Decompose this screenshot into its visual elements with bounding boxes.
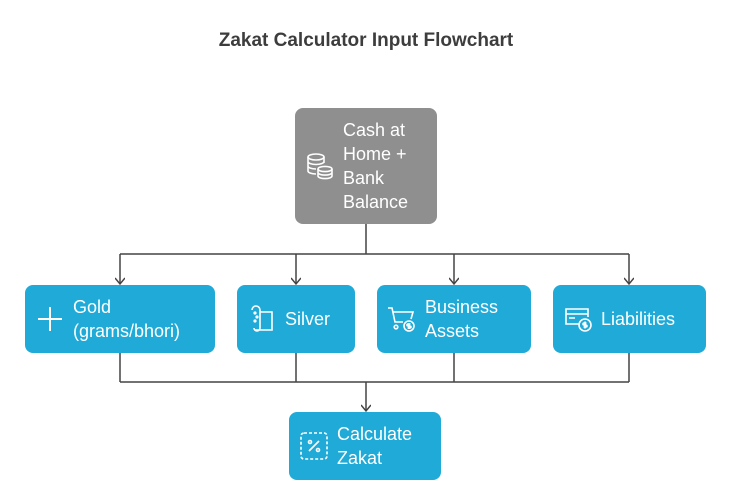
plus-icon bbox=[38, 307, 62, 331]
node-label: Silver bbox=[285, 309, 331, 329]
node-label: Business Assets bbox=[425, 297, 499, 341]
coins-icon bbox=[307, 153, 333, 180]
node-silver: Silver bbox=[237, 285, 355, 353]
diagram-title: Zakat Calculator Input Flowchart bbox=[218, 30, 514, 51]
merge-line bbox=[119, 353, 630, 383]
node-label: Gold (grams/bhori) bbox=[73, 297, 181, 341]
node-liabilities: Liabilities bbox=[553, 285, 706, 353]
node-cash: Cash at Home + Bank Balance bbox=[295, 108, 437, 224]
node-gold: Gold (grams/bhori) bbox=[25, 285, 215, 353]
node-label: Cash at Home + Bank Balance bbox=[343, 120, 409, 212]
cart-dollar-icon bbox=[388, 307, 415, 332]
node-calculate: Calculate Zakat bbox=[289, 412, 441, 480]
split-line bbox=[120, 224, 629, 255]
card-dollar-icon bbox=[565, 308, 592, 332]
scroll-icon bbox=[251, 305, 273, 332]
node-label: Calculate Zakat bbox=[337, 424, 413, 468]
node-business: Business Assets bbox=[377, 285, 531, 353]
node-label: Liabilities bbox=[601, 309, 676, 329]
percent-icon bbox=[300, 432, 328, 460]
